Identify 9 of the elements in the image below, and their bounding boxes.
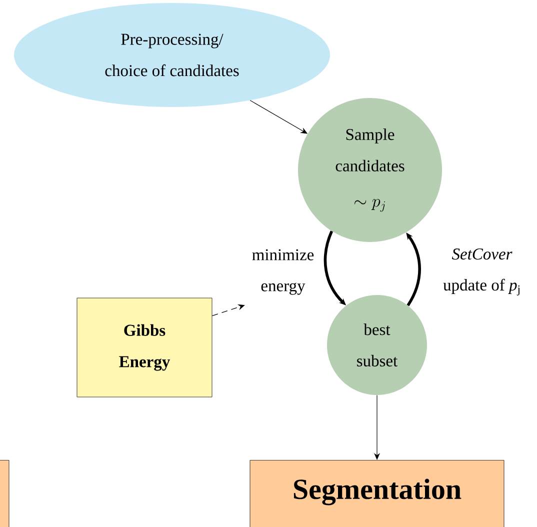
ellipse-node: Pre-processing/ choice of candidates — [14, 3, 330, 107]
process-box: Segmentation — [250, 460, 504, 527]
energy-box: Gibbs Energy — [76, 298, 212, 398]
circle-node: Sample candidates $\sim p_j$ — [298, 98, 442, 242]
edge-label: SetCover update of p$_{j}$ — [428, 248, 536, 296]
process-box — [0, 460, 10, 527]
circle-node: best subset — [327, 295, 427, 395]
edge-label: minimize energy — [242, 248, 324, 296]
arrow — [212, 304, 245, 316]
